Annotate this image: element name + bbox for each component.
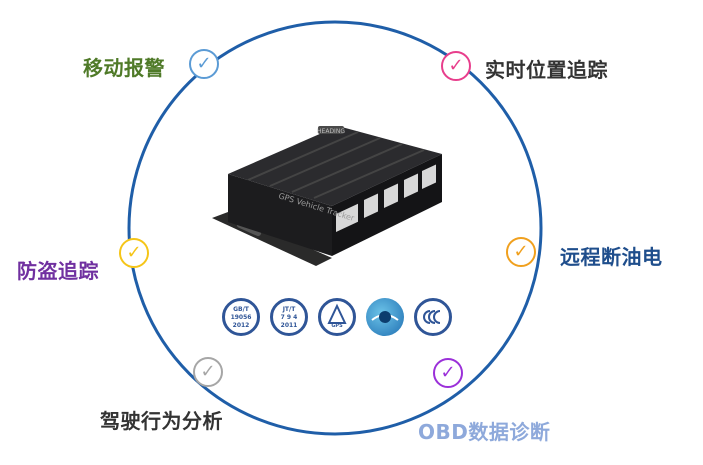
cert-gbt-line1: GB/T [233, 306, 249, 313]
check-icon-remote-cutoff: ✓ [506, 237, 536, 267]
cert-gbt-line3: 2012 [232, 322, 250, 329]
cert-jtt-line3: 2011 [280, 322, 298, 329]
cert-badge-globe [366, 298, 404, 336]
check-icon-obd: ✓ [433, 358, 463, 388]
check-icon-anti-theft: ✓ [119, 238, 149, 268]
ring-circle [127, 20, 543, 436]
ccc-icon [423, 310, 441, 324]
cert-gps-text: GPS [331, 323, 343, 329]
globe-icon [371, 311, 399, 323]
feature-label-remote-cutoff: 远程断油电 [560, 245, 663, 269]
feature-label-mobile-alarm: 移动报警 [83, 56, 165, 80]
gps-tracker-device-image: HEADING GPS Vehicle Tracker [212, 126, 442, 266]
check-icon-realtime-tracking: ✓ [441, 51, 471, 81]
cert-jtt-line1: JT/T [282, 306, 296, 313]
device-logo: HEADING [317, 128, 345, 135]
cert-badge-ccc [414, 298, 452, 336]
check-icon-mobile-alarm: ✓ [189, 49, 219, 79]
feature-label-obd: OBD数据诊断 [418, 420, 551, 444]
check-icon-driving-behavior: ✓ [193, 357, 223, 387]
feature-label-anti-theft: 防盗追踪 [17, 259, 99, 283]
cert-jtt-line2: 7 9 4 [280, 314, 298, 321]
cert-gbt-line2: 19056 [230, 314, 252, 321]
cert-badge-gbt: GB/T 19056 2012 [222, 298, 260, 336]
feature-label-realtime-tracking: 实时位置追踪 [485, 58, 608, 82]
gps-triangle-icon [327, 303, 347, 324]
feature-label-driving-behavior: 驾驶行为分析 [100, 409, 223, 433]
cert-badge-jtt: JT/T 7 9 4 2011 [270, 298, 308, 336]
cert-badge-gps: GPS [318, 298, 356, 336]
